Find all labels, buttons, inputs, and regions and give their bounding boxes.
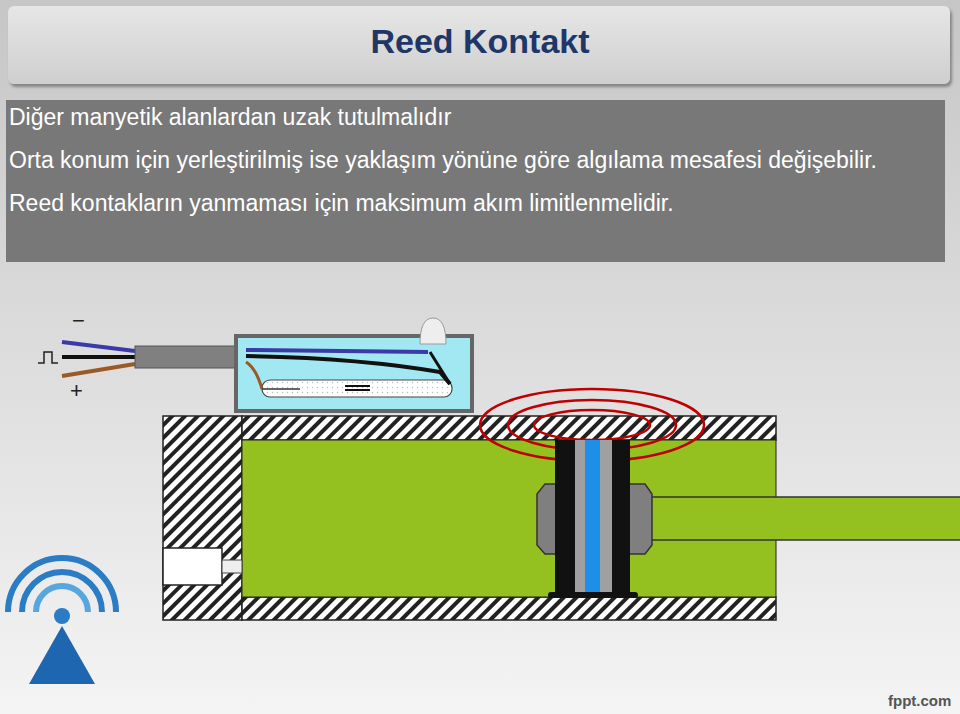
piston-rod bbox=[648, 497, 960, 540]
watermark: fppt.com bbox=[888, 692, 951, 709]
note-text: Reed kontakların yanmaması için maksimum… bbox=[9, 188, 939, 219]
piston bbox=[537, 440, 652, 598]
slide-title: Reed Kontakt bbox=[0, 22, 960, 61]
note-band: Diğer manyetik alanlardan uzak tutulmalı… bbox=[6, 100, 945, 262]
note-text: Diğer manyetik alanlardan uzak tutulmalı… bbox=[9, 102, 939, 133]
minus-sign: − bbox=[72, 308, 85, 334]
wireless-icon bbox=[8, 558, 116, 684]
pulse-symbol bbox=[38, 352, 58, 363]
plus-sign: + bbox=[70, 378, 83, 404]
note-text: Orta konum için yerleştirilmiş ise yakla… bbox=[9, 145, 939, 176]
cable bbox=[62, 342, 243, 376]
reed-sensor bbox=[236, 318, 472, 411]
